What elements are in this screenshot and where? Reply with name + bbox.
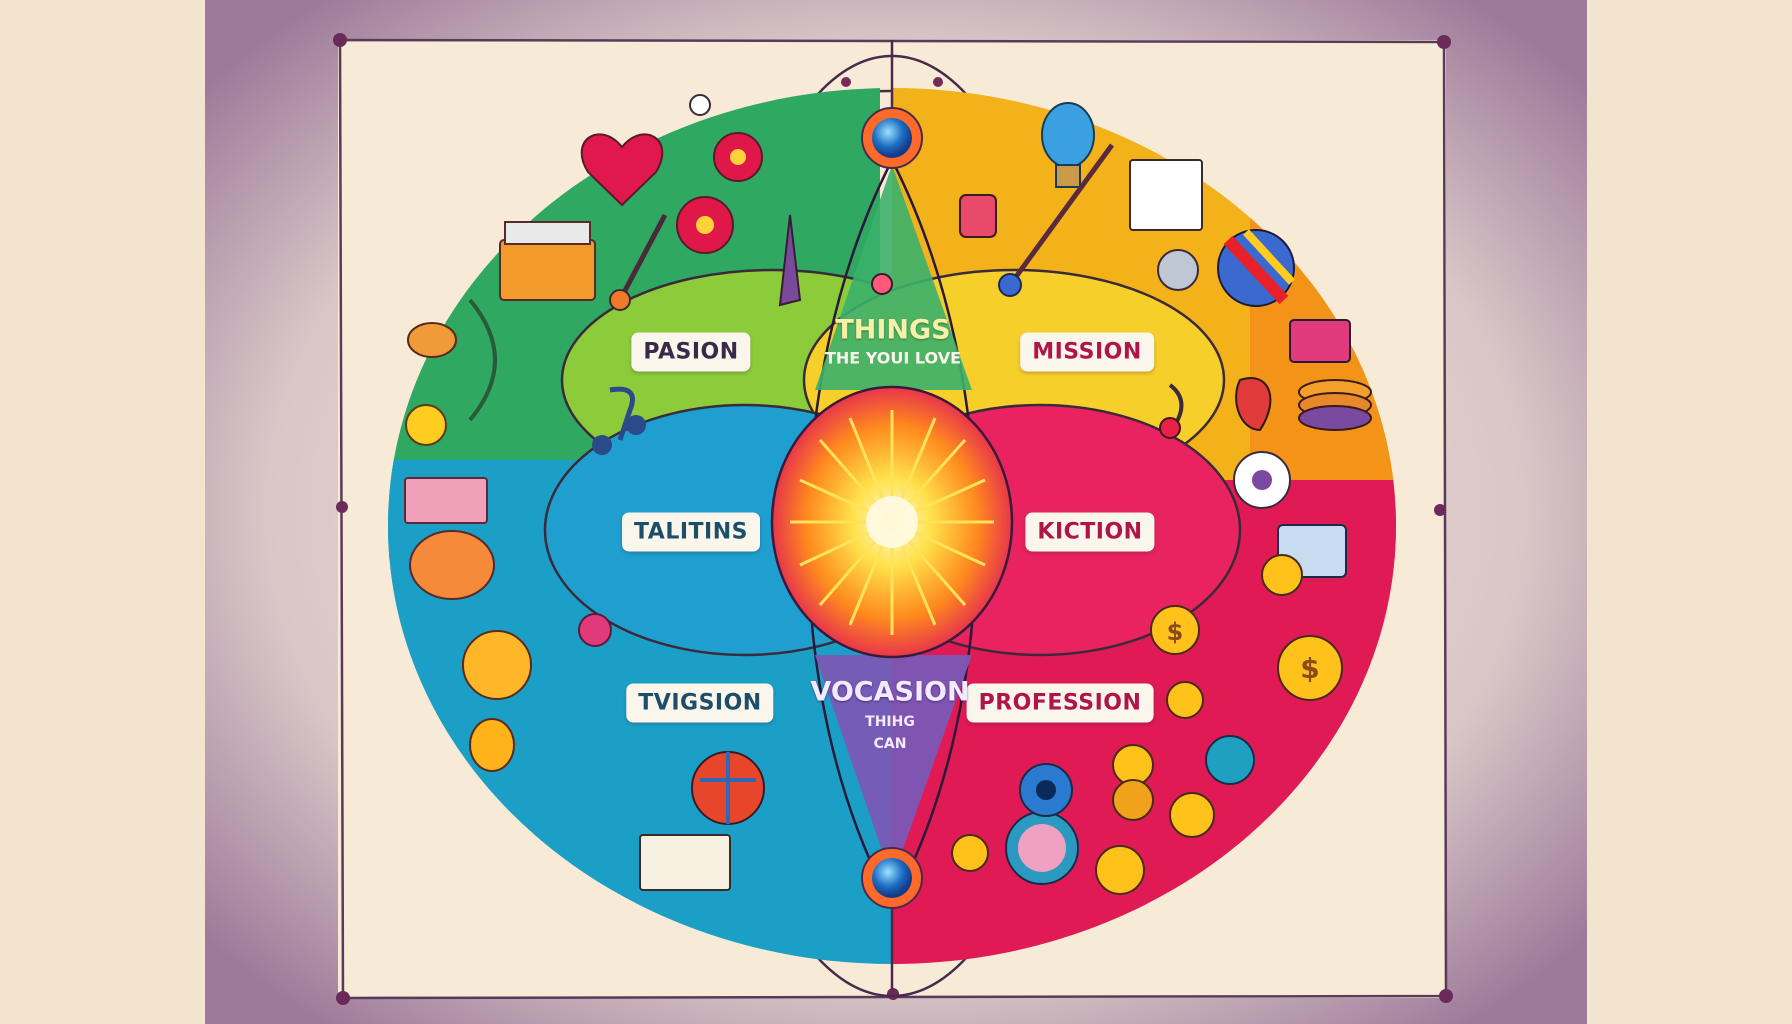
hand-icon bbox=[778, 214, 802, 307]
crystal-flower-icon bbox=[1157, 249, 1199, 291]
center-bottom-line2: CAN bbox=[873, 736, 907, 752]
paintbrush-icon bbox=[1007, 143, 1115, 287]
sun-disc-icon bbox=[462, 630, 532, 700]
label-mission: MISSION bbox=[1020, 332, 1154, 372]
music-note-icon-left bbox=[592, 386, 646, 455]
center-bottom-line1: THIHG bbox=[865, 714, 915, 730]
small-flower-icon bbox=[689, 94, 711, 116]
lantern-icon bbox=[409, 530, 495, 600]
label-talents: TALITINS bbox=[622, 512, 760, 552]
decor-left bbox=[404, 94, 802, 891]
box-icon bbox=[404, 477, 488, 524]
horse-icon bbox=[1235, 377, 1272, 432]
label-profession: PROFESSION bbox=[966, 683, 1154, 723]
frame-pins bbox=[333, 33, 1453, 1005]
decor-right: $ $ bbox=[951, 102, 1372, 895]
top-lens-fill bbox=[815, 165, 972, 390]
label-passion: PASION bbox=[631, 332, 751, 372]
orb-bottom-icon bbox=[861, 847, 923, 990]
center-top-subtitle: THE YOUI LOVE bbox=[824, 348, 962, 368]
jar-icon bbox=[959, 194, 997, 238]
token-icon bbox=[1205, 735, 1255, 785]
fruit-icon-2 bbox=[407, 322, 457, 358]
papers-icon bbox=[1129, 159, 1203, 231]
lemon-icon bbox=[469, 718, 515, 772]
coin-icon-2 bbox=[1150, 605, 1200, 655]
coin-icon-8 bbox=[1261, 554, 1303, 596]
coin-icon-5 bbox=[1169, 792, 1215, 838]
paintbox-icon bbox=[499, 239, 596, 301]
coin-icon-3 bbox=[1166, 681, 1204, 719]
blossom-icon bbox=[578, 613, 612, 647]
coin-icon bbox=[1277, 635, 1343, 701]
bead-icon bbox=[871, 273, 893, 295]
label-tvigsion: TVIGSION bbox=[626, 683, 774, 723]
branch-icon bbox=[468, 298, 497, 422]
headset-icon bbox=[1289, 319, 1351, 363]
center-top-title: THINGS bbox=[835, 314, 951, 346]
orb-top-icon bbox=[841, 40, 943, 169]
lightbulb-icon bbox=[1041, 102, 1095, 168]
fruit-icon bbox=[405, 404, 447, 446]
sun-glow bbox=[866, 496, 918, 548]
svg-text:$: $ bbox=[1300, 652, 1319, 685]
center-bottom-title: VOCASION bbox=[810, 676, 970, 708]
coin-icon-6 bbox=[1095, 845, 1145, 895]
bottom-lens-fill bbox=[815, 655, 972, 880]
svg-text:$: $ bbox=[1167, 618, 1184, 646]
coin-icon-7 bbox=[951, 834, 989, 872]
heart-icon bbox=[580, 133, 664, 207]
book-icon bbox=[639, 834, 731, 891]
label-kiction: KICTION bbox=[1025, 512, 1155, 552]
brush-icon bbox=[617, 213, 668, 302]
